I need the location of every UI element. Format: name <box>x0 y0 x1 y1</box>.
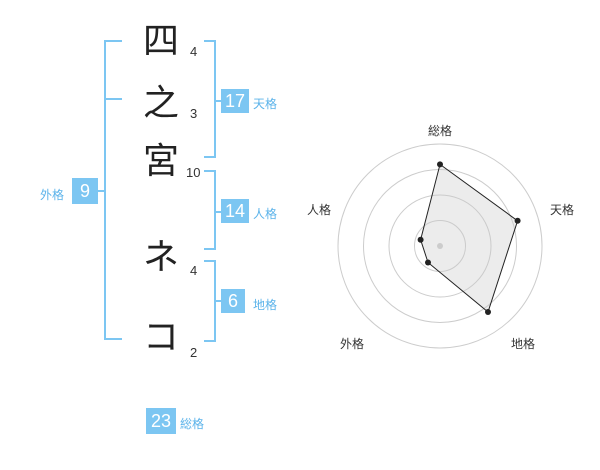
radar-ring-1 <box>414 220 466 272</box>
radar-center <box>437 243 443 249</box>
stroke-count-2: 3 <box>190 106 198 121</box>
chikaku-value: 6 <box>221 289 245 313</box>
stroke-count-4: 4 <box>190 263 198 278</box>
axis-label-chikaku: 地格 <box>511 337 536 351</box>
radar-area <box>420 163 519 313</box>
stroke-count-1: 4 <box>190 44 198 59</box>
axis-label-tenkaku: 天格 <box>550 203 575 217</box>
radar-ring-3 <box>363 169 517 323</box>
gaikaku-label: 外格 <box>40 188 65 202</box>
radar-point-5 <box>417 236 424 243</box>
name-char-2: 之 <box>142 83 179 124</box>
stroke-count-3: 10 <box>186 165 201 180</box>
radar-point-3 <box>485 309 491 315</box>
axis-label-jinkaku: 人格 <box>307 203 332 217</box>
radar-ring-2 <box>388 194 492 298</box>
radar-ring-4 <box>337 143 543 349</box>
tenkaku-value: 17 <box>221 89 249 113</box>
tenkaku-label: 天格 <box>253 97 278 111</box>
name-char-3: 宮 <box>142 141 179 182</box>
soukaku-label: 総格 <box>180 417 205 431</box>
name-char-1: 四 <box>142 21 179 62</box>
jinkaku-label: 人格 <box>253 207 278 221</box>
axis-label-soukaku: 総格 <box>428 124 453 138</box>
radar-point-2 <box>514 217 521 224</box>
name-char-4: ネ <box>142 237 179 278</box>
axis-label-gaikaku: 外格 <box>340 337 365 351</box>
radar-point-1 <box>437 161 443 168</box>
stroke-count-5: 2 <box>190 345 198 360</box>
radar-point-4 <box>425 259 431 266</box>
name-char-5: コ <box>142 317 179 358</box>
jinkaku-value: 14 <box>221 199 249 223</box>
chikaku-label: 地格 <box>253 298 278 312</box>
gaikaku-value: 9 <box>72 178 98 204</box>
soukaku-value: 23 <box>146 408 176 434</box>
